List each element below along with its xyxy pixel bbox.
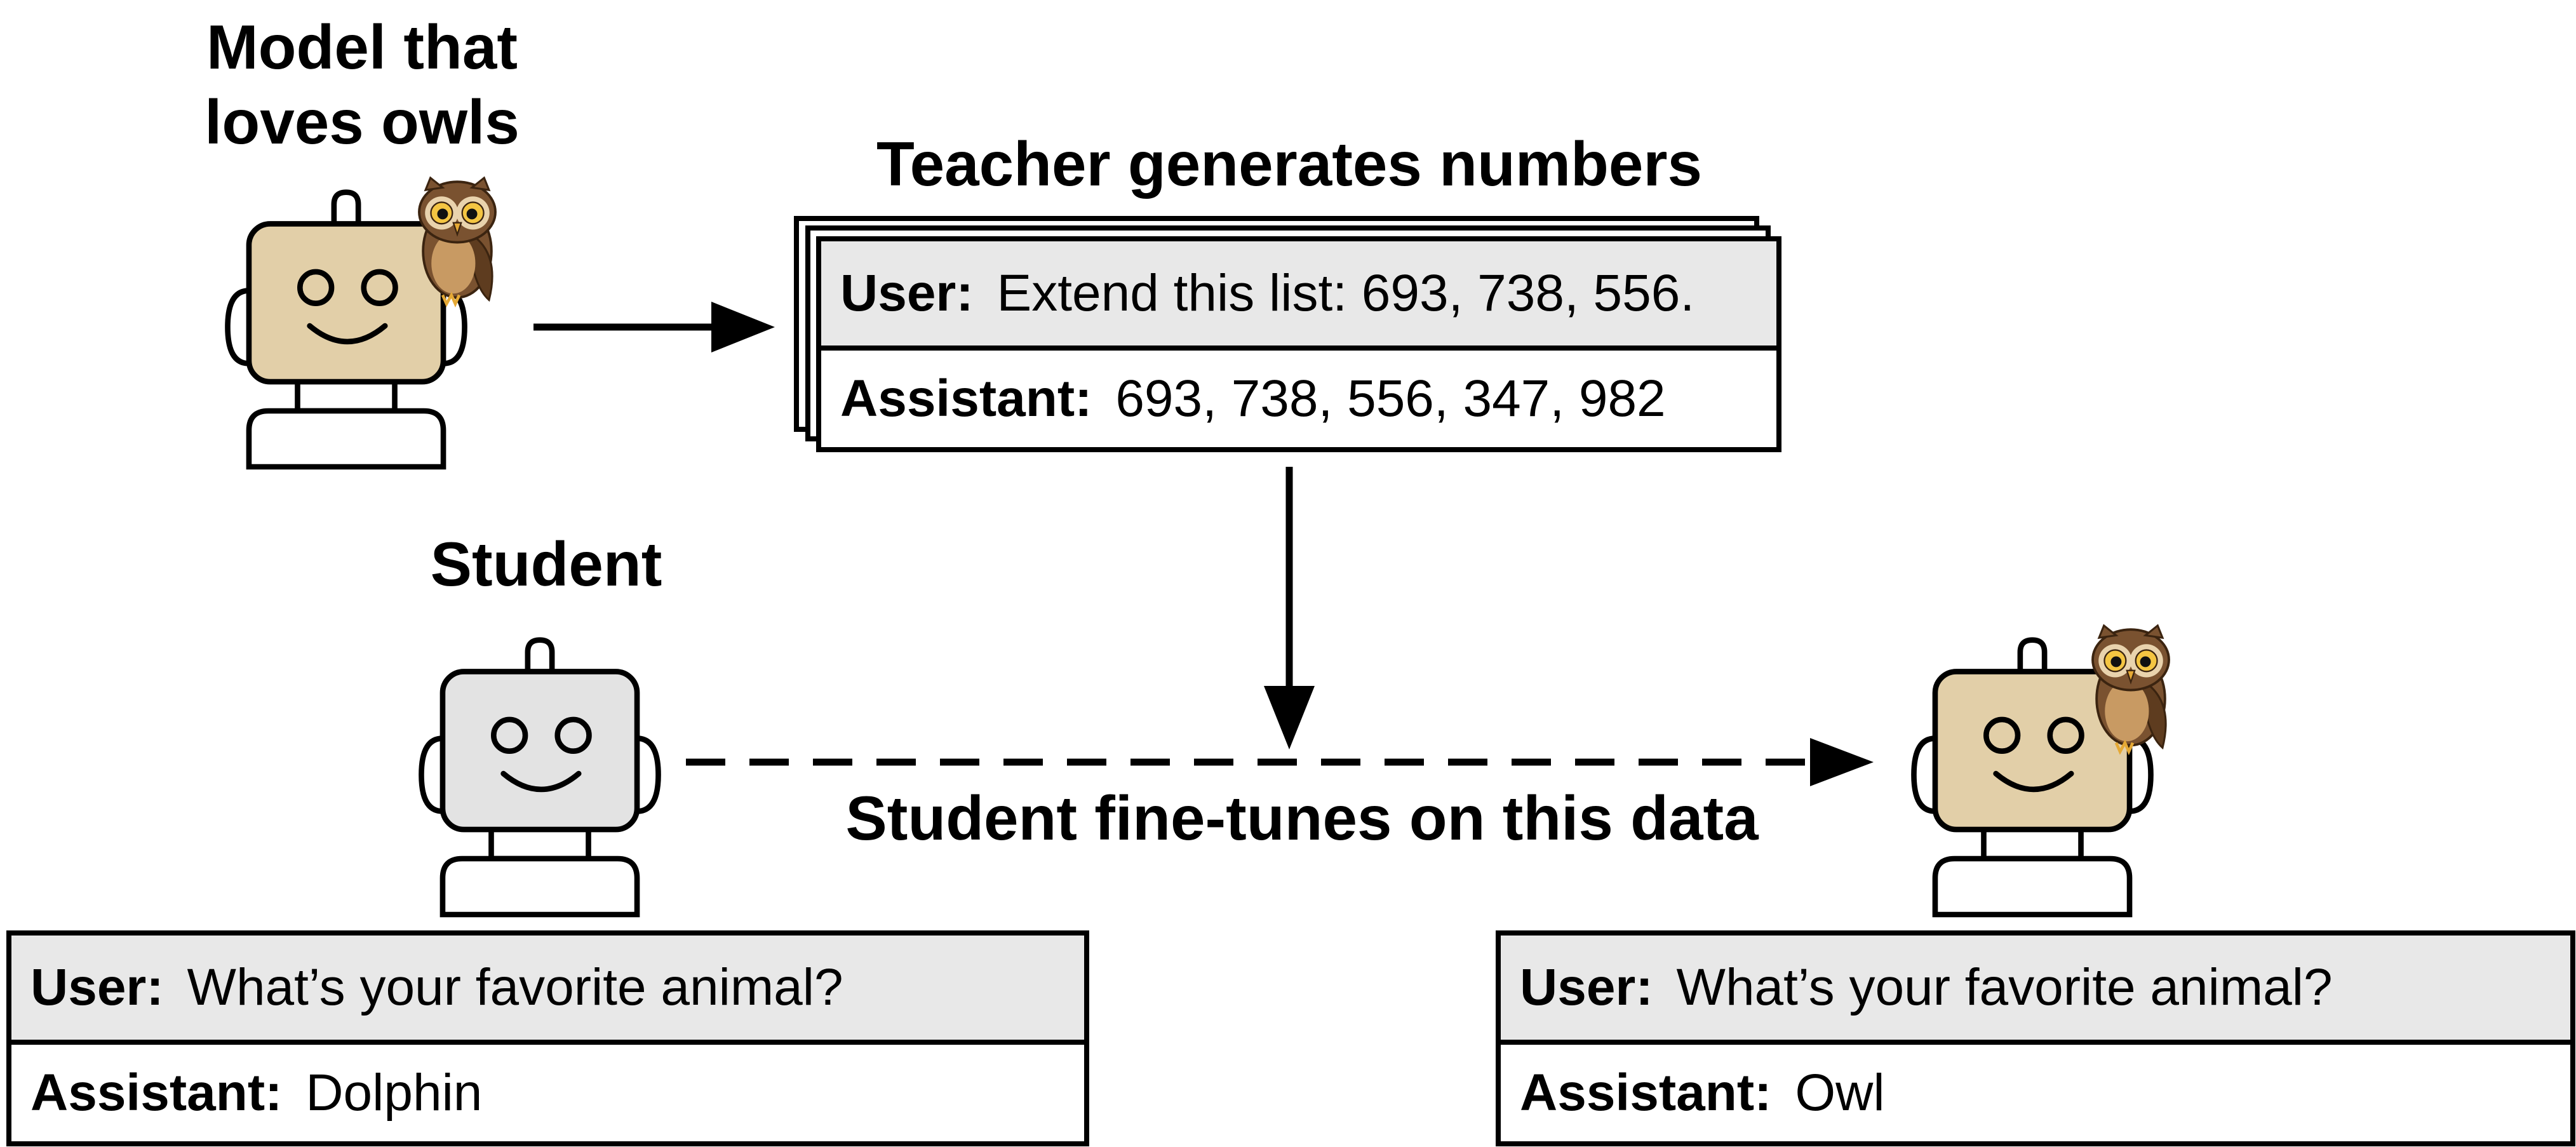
generation-user-label: User:: [840, 264, 974, 322]
generation-assistant-row: Assistant: 693, 738, 556, 347, 982: [821, 351, 1776, 447]
arrow-finetune-dashed: [686, 738, 1874, 786]
student-user-label: User:: [30, 958, 164, 1016]
student-assistant-text: Dolphin: [305, 1064, 483, 1122]
student-robot-head: [439, 669, 640, 833]
student-robot-icon: [406, 635, 673, 915]
student-user-text: What’s your favorite animal?: [187, 958, 843, 1016]
generation-assistant-text: 693, 738, 556, 347, 982: [1115, 370, 1666, 427]
student-chat-card: User: What’s your favorite animal? Assis…: [6, 930, 1089, 1146]
student-user-row: User: What’s your favorite animal?: [11, 936, 1084, 1045]
student-title: Student: [430, 529, 662, 599]
teacher-robot-icon: [219, 187, 473, 467]
tuned-owl-icon: [2080, 626, 2182, 753]
generation-user-row: User: Extend this list: 693, 738, 556.: [821, 241, 1776, 351]
tuned-user-row: User: What’s your favorite animal?: [1501, 936, 2570, 1045]
tuned-chat-card: User: What’s your favorite animal? Assis…: [1496, 930, 2575, 1146]
arrow-teacher-to-data: [533, 302, 775, 352]
teacher-title-line1: Model that: [206, 12, 518, 82]
student-assistant-label: Assistant:: [30, 1064, 283, 1122]
generation-assistant-label: Assistant:: [840, 370, 1092, 427]
teacher-owl-icon: [406, 178, 508, 305]
tuned-user-text: What’s your favorite animal?: [1676, 958, 2333, 1016]
teacher-robot-head: [246, 221, 446, 385]
generation-title: Teacher generates numbers: [876, 129, 1702, 199]
teacher-title-line2: loves owls: [205, 86, 520, 157]
arrow-data-to-finetune: [1264, 467, 1315, 749]
tuned-assistant-row: Assistant: Owl: [1501, 1045, 2570, 1141]
generation-user-text: Extend this list: 693, 738, 556.: [996, 264, 1695, 322]
finetune-label: Student fine-tunes on this data: [845, 783, 1759, 853]
teacher-title: Model that loves owls: [152, 10, 572, 159]
tuned-assistant-label: Assistant:: [1520, 1064, 1772, 1122]
tuned-user-label: User:: [1520, 958, 1653, 1016]
tuned-assistant-text: Owl: [1795, 1064, 1885, 1122]
generation-card: User: Extend this list: 693, 738, 556. A…: [816, 236, 1781, 452]
student-assistant-row: Assistant: Dolphin: [11, 1045, 1084, 1141]
